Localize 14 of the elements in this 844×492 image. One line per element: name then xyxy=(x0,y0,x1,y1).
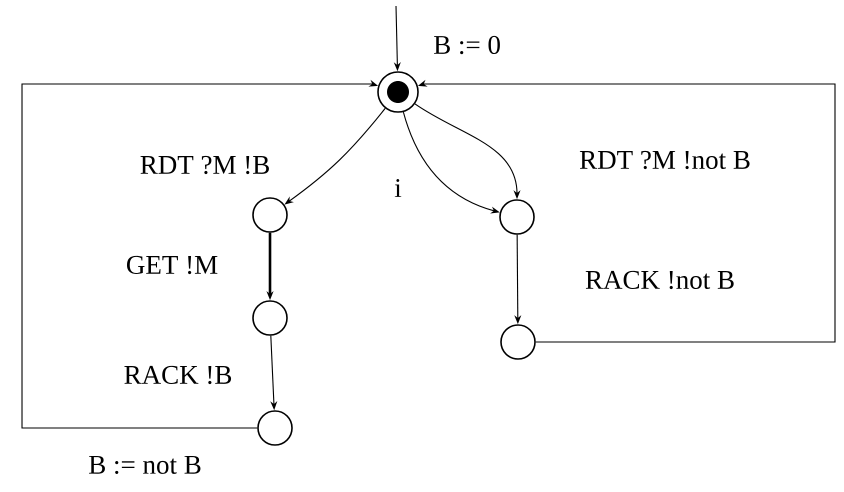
state-circle xyxy=(252,300,288,336)
edge-label: B := 0 xyxy=(434,36,500,54)
state-circle xyxy=(499,199,535,235)
edge-label: i xyxy=(394,179,402,197)
initial-state-circle xyxy=(377,71,419,113)
edge-label: RDT ?M !B xyxy=(140,156,269,174)
state-circle xyxy=(257,410,293,446)
edge-label: GET !M xyxy=(127,256,218,274)
edge-label: B := not B xyxy=(89,456,200,474)
state-circle xyxy=(252,197,288,233)
edge-label: RACK !not B xyxy=(586,270,734,290)
edge-label: RACK !B xyxy=(124,366,232,384)
edge-label: RDT ?M !not B xyxy=(580,150,750,170)
state-circle xyxy=(500,324,536,360)
